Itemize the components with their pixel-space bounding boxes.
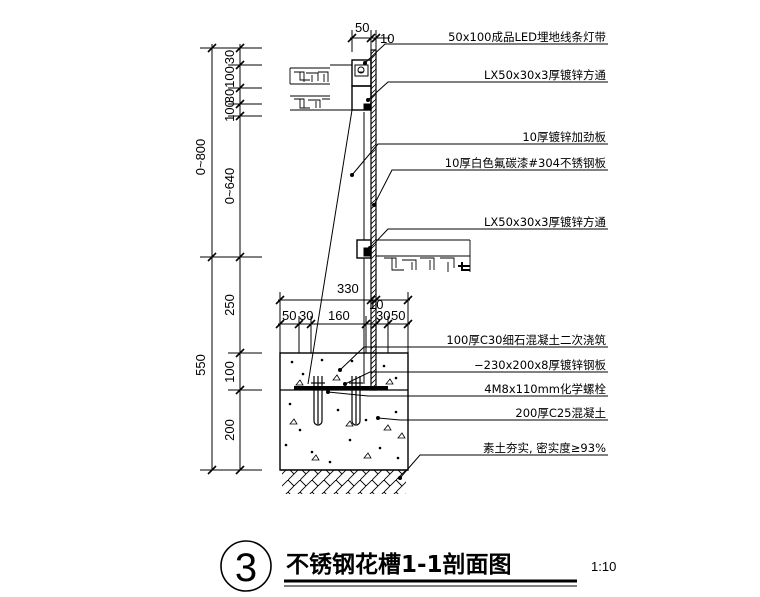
middle-dimensions [275,292,413,353]
dim-b-30b: 30 [376,308,390,323]
dim-100-a: 100 [222,66,237,88]
dim-b-30a: 30 [299,308,313,323]
steel-base-plate [294,386,388,390]
upper-soil-hatch [289,64,352,111]
dim-b-160: 160 [328,308,350,323]
drawing-title: 不锈钢花槽1-1剖面图 [286,551,512,578]
chemical-anchor-bolts [311,376,363,426]
dim-100-b: 100 [222,100,237,122]
concrete-aggregate [284,358,406,464]
dim-b-50: 50 [282,308,296,323]
dim-250: 250 [222,294,237,316]
label-base-plate: −230x200x8厚镀锌钢板 [474,358,606,372]
title-block: 3 不锈钢花槽1-1剖面图 1:10 [220,540,616,592]
stainless-steel-plate [370,49,377,391]
stiffener-plate [307,109,365,385]
dim-0-640: 0~640 [222,168,237,205]
top-galvanized-tube [351,85,372,111]
detail-number: 3 [235,546,257,590]
dim-mid-10: 10 [369,297,383,312]
left-dimension-chains [200,43,262,475]
label-top-tube: LX50x30x3厚镀锌方通 [484,68,606,82]
dim-550: 550 [193,354,208,376]
detail-number-circle [220,540,272,592]
lower-soil-hatch [376,239,471,272]
compacted-earth [280,469,408,494]
dim-top-50: 50 [355,20,369,35]
dim-100-c: 100 [222,361,237,383]
dim-330: 330 [337,281,359,296]
concrete-base [279,352,409,471]
dim-200: 200 [222,419,237,441]
dim-30-a: 30 [222,50,237,64]
dim-top-10: 10 [380,31,394,46]
label-steel-plate: 10厚白色氟碳漆#304不锈钢板 [445,156,607,170]
dim-b-50b: 50 [391,308,405,323]
leader-lines [327,43,608,479]
label-stiffener: 10厚镀锌加劲板 [522,130,606,144]
label-c25-concrete: 200厚C25混凝土 [515,406,606,420]
label-led-strip: 50x100成品LED埋地线条灯带 [448,30,606,44]
dim-30-b: 30 [222,89,237,103]
top-dimension [347,30,390,52]
label-c30-concrete: 100厚C30细石混凝土二次浇筑 [446,333,606,347]
label-anchor-bolts: 4M8x110mm化学螺栓 [484,382,606,396]
label-bottom-tube: LX50x30x3厚镀锌方通 [484,215,606,229]
dim-0-800: 0~800 [193,139,208,176]
led-light-strip [351,59,372,87]
drawing-scale: 1:10 [591,559,616,574]
label-compacted-soil: 素土夯实, 密实度≥93% [483,441,606,455]
